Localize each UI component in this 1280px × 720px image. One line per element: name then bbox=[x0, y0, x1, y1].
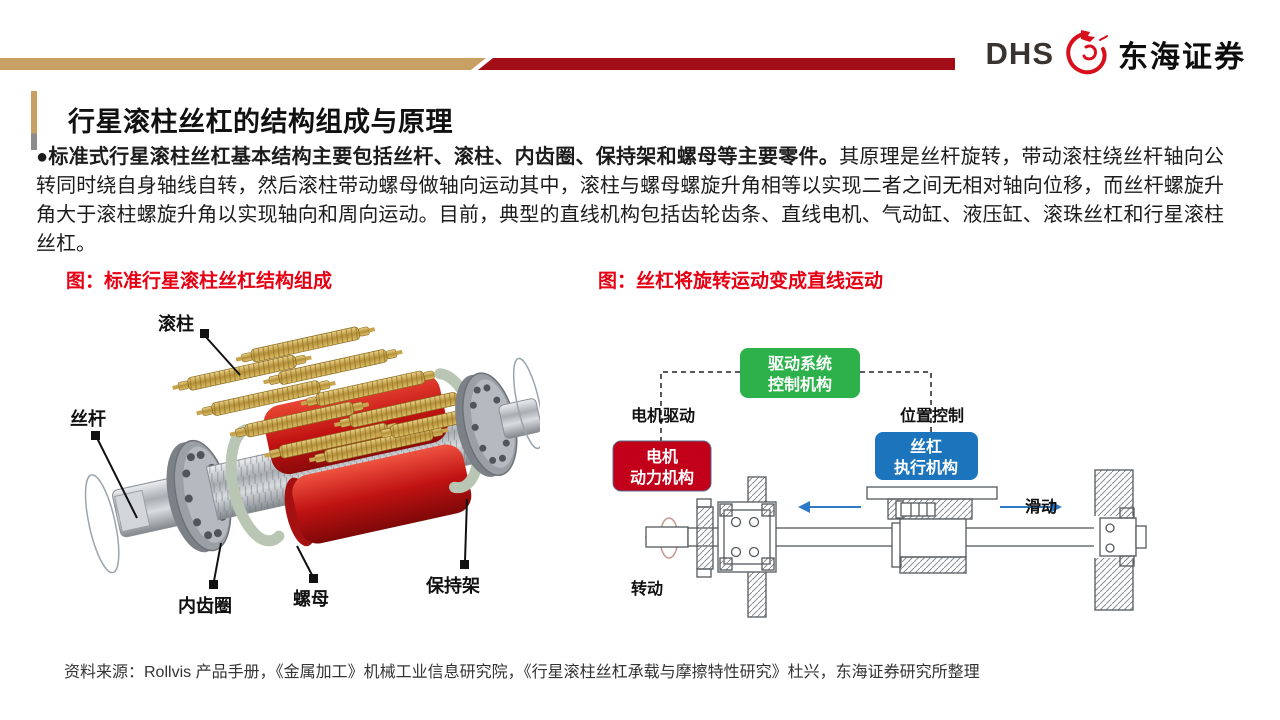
label-position-control: 位置控制 bbox=[900, 406, 964, 425]
label-screw-shaft: 丝杆 bbox=[70, 408, 106, 429]
page-title: 行星滚柱丝杠的结构组成与原理 bbox=[68, 107, 453, 137]
left-figure-caption: 图：标准行星滚柱丝杠结构组成 bbox=[66, 271, 333, 292]
screw-actuator-box: 丝杠 执行机构 bbox=[875, 432, 978, 480]
right-figure-caption: 图：丝杠将旋转运动变成直线运动 bbox=[598, 271, 884, 292]
screw-box-line1: 丝杠 bbox=[910, 437, 942, 456]
screw-box-line2: 执行机构 bbox=[894, 458, 958, 477]
label-internal-gear-ring: 内齿圈 bbox=[178, 595, 232, 616]
motor-box-line1: 电机 bbox=[646, 447, 678, 466]
control-system-box: 驱动系统 控制机构 bbox=[740, 348, 860, 398]
brand-abbr: DHS bbox=[985, 35, 1054, 71]
roller-screw-assembly bbox=[84, 322, 544, 574]
label-roller: 滚柱 bbox=[158, 313, 194, 334]
label-nut: 螺母 bbox=[293, 589, 329, 609]
label-motor-drive: 电机驱动 bbox=[631, 406, 695, 425]
dragon-logo-icon bbox=[1063, 26, 1109, 81]
paragraph-lead: ●标准式行星滚柱丝杠基本结构主要包括丝杆、滚柱、内齿圈、保持架和螺母等主要零件。 bbox=[36, 146, 840, 168]
top-bar-red bbox=[478, 58, 955, 70]
paragraph-body: 其原理是丝杆旋转，带动滚柱绕丝杆轴向公转同时绕自身轴线自转，然后滚柱带动螺母做轴… bbox=[36, 146, 1224, 255]
mechanical-cross-section bbox=[645, 469, 1147, 618]
top-bar-gold bbox=[0, 58, 486, 70]
label-slide: 滑动 bbox=[1025, 498, 1057, 516]
body-paragraph: ●标准式行星滚柱丝杠基本结构主要包括丝杆、滚柱、内齿圈、保持架和螺母等主要零件。… bbox=[36, 143, 1224, 259]
brand-name: 东海证券 bbox=[1118, 40, 1246, 74]
label-pointer-lines bbox=[91, 329, 469, 589]
control-box-line1: 驱动系统 bbox=[768, 354, 832, 373]
right-figure-motion-diagram: 驱动系统 控制机构 电机 动力机构 丝杠 执行机构 电机驱动 位置控制 滑动 转… bbox=[596, 340, 1156, 632]
control-dashed-connectors bbox=[660, 371, 932, 441]
label-rotate: 转动 bbox=[631, 579, 663, 598]
motion-arrows bbox=[798, 501, 1062, 513]
brand-logo: DHS 东海证券 bbox=[986, 26, 1246, 81]
label-cage: 保持架 bbox=[425, 575, 480, 596]
source-note: 资料来源：Rollvis 产品手册，《金属加工》机械工业信息研究院，《行星滚柱丝… bbox=[64, 664, 980, 681]
motor-power-box: 电机 动力机构 bbox=[612, 440, 712, 492]
motor-box-line2: 动力机构 bbox=[630, 468, 694, 487]
title-accent-bar bbox=[31, 91, 37, 150]
left-figure-roller-screw-illustration: 滚柱 丝杆 内齿圈 螺母 保持架 bbox=[60, 303, 544, 635]
control-box-line2: 控制机构 bbox=[768, 375, 832, 394]
